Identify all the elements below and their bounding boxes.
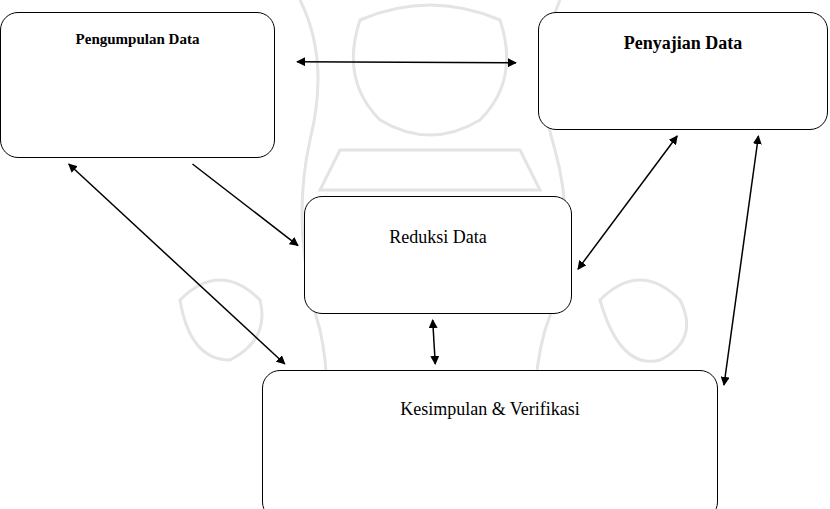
connector-arrow	[297, 62, 516, 63]
connector-arrow	[433, 320, 436, 364]
box-label: Kesimpulan & Verifikasi	[400, 399, 580, 420]
box-label: Reduksi Data	[389, 227, 486, 248]
connector-arrow	[69, 164, 285, 364]
connector-arrow	[193, 164, 299, 246]
process-box: Reduksi Data	[304, 196, 572, 314]
process-box: Kesimpulan & Verifikasi	[262, 370, 718, 509]
connector-arrow	[724, 136, 758, 385]
box-label: Penyajian Data	[624, 33, 743, 54]
process-box: Penyajian Data	[538, 12, 828, 130]
connector-arrow	[578, 136, 677, 269]
box-label: Pengumpulan Data	[76, 31, 200, 48]
process-box: Pengumpulan Data	[0, 12, 275, 158]
